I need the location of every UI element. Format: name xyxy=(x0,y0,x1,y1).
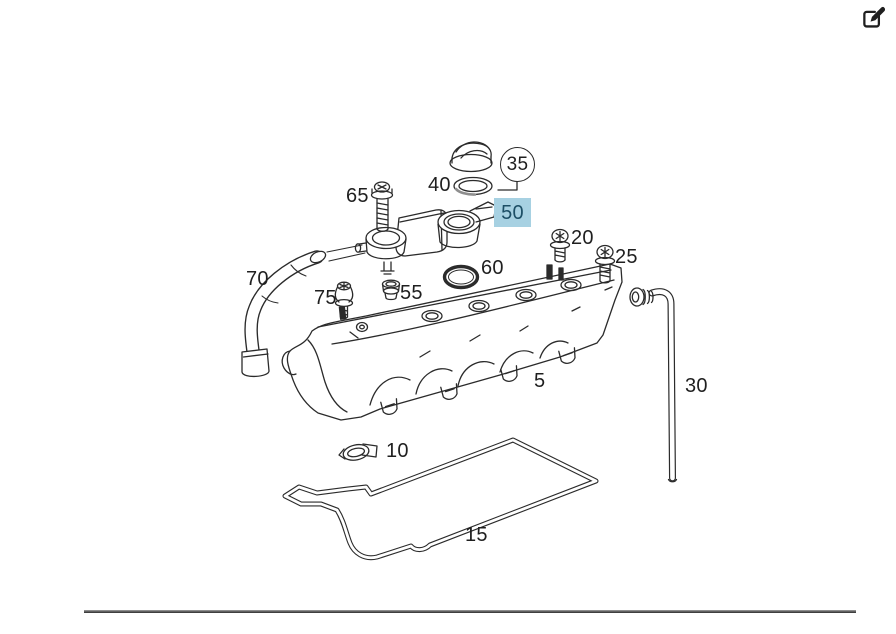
cylinder-head-cover-drawing xyxy=(281,263,623,421)
part-callout-55[interactable]: 55 xyxy=(400,283,423,303)
part-callout-75[interactable]: 75 xyxy=(314,288,337,308)
part-callout-65[interactable]: 65 xyxy=(346,186,369,206)
footer-divider xyxy=(84,610,856,613)
oil-filler-cap-drawing xyxy=(449,141,493,173)
part-callout-35[interactable]: 35 xyxy=(500,147,535,182)
part-callout-label: 35 xyxy=(506,154,529,175)
part-callout-label: 75 xyxy=(314,287,337,309)
part-callout-label: 40 xyxy=(428,174,451,196)
edit-button[interactable] xyxy=(860,4,888,32)
part-callout-label: 50 xyxy=(501,201,524,224)
bolt-65-drawing xyxy=(370,181,394,232)
o-ring-60-drawing xyxy=(442,264,480,290)
part-callout-label: 30 xyxy=(685,375,708,397)
part-callout-60[interactable]: 60 xyxy=(481,258,504,278)
screw-20-drawing xyxy=(549,228,571,263)
part-callout-50-selected[interactable]: 50 xyxy=(494,198,531,227)
part-callout-70[interactable]: 70 xyxy=(246,269,269,289)
part-callout-label: 60 xyxy=(481,257,504,279)
vent-pipe-drawing xyxy=(629,287,678,483)
breather-hose-drawing xyxy=(241,244,366,378)
grommet-55-drawing xyxy=(381,279,401,301)
part-callout-15[interactable]: 15 xyxy=(465,525,488,545)
edit-pencil-square-icon xyxy=(863,6,886,28)
part-callout-label: 5 xyxy=(534,370,546,392)
part-callout-10[interactable]: 10 xyxy=(386,441,409,461)
callout-35-leader-line xyxy=(497,179,518,191)
cover-gasket-drawing xyxy=(282,437,599,561)
part-callout-40[interactable]: 40 xyxy=(428,175,451,195)
part-callout-25[interactable]: 25 xyxy=(615,247,638,267)
part-callout-30[interactable]: 30 xyxy=(685,376,708,396)
part-callout-label: 70 xyxy=(246,268,269,290)
part-callout-label: 15 xyxy=(465,524,488,546)
part-callout-label: 20 xyxy=(571,227,594,249)
part-callout-label: 55 xyxy=(400,282,423,304)
part-callout-label: 10 xyxy=(386,440,409,462)
clip-10-drawing xyxy=(338,443,378,461)
part-callout-20[interactable]: 20 xyxy=(571,228,594,248)
cap-seal-ring-drawing xyxy=(453,176,493,196)
part-callout-label: 25 xyxy=(615,246,638,268)
part-callout-5[interactable]: 5 xyxy=(534,371,545,391)
part-callout-label: 65 xyxy=(346,185,369,207)
